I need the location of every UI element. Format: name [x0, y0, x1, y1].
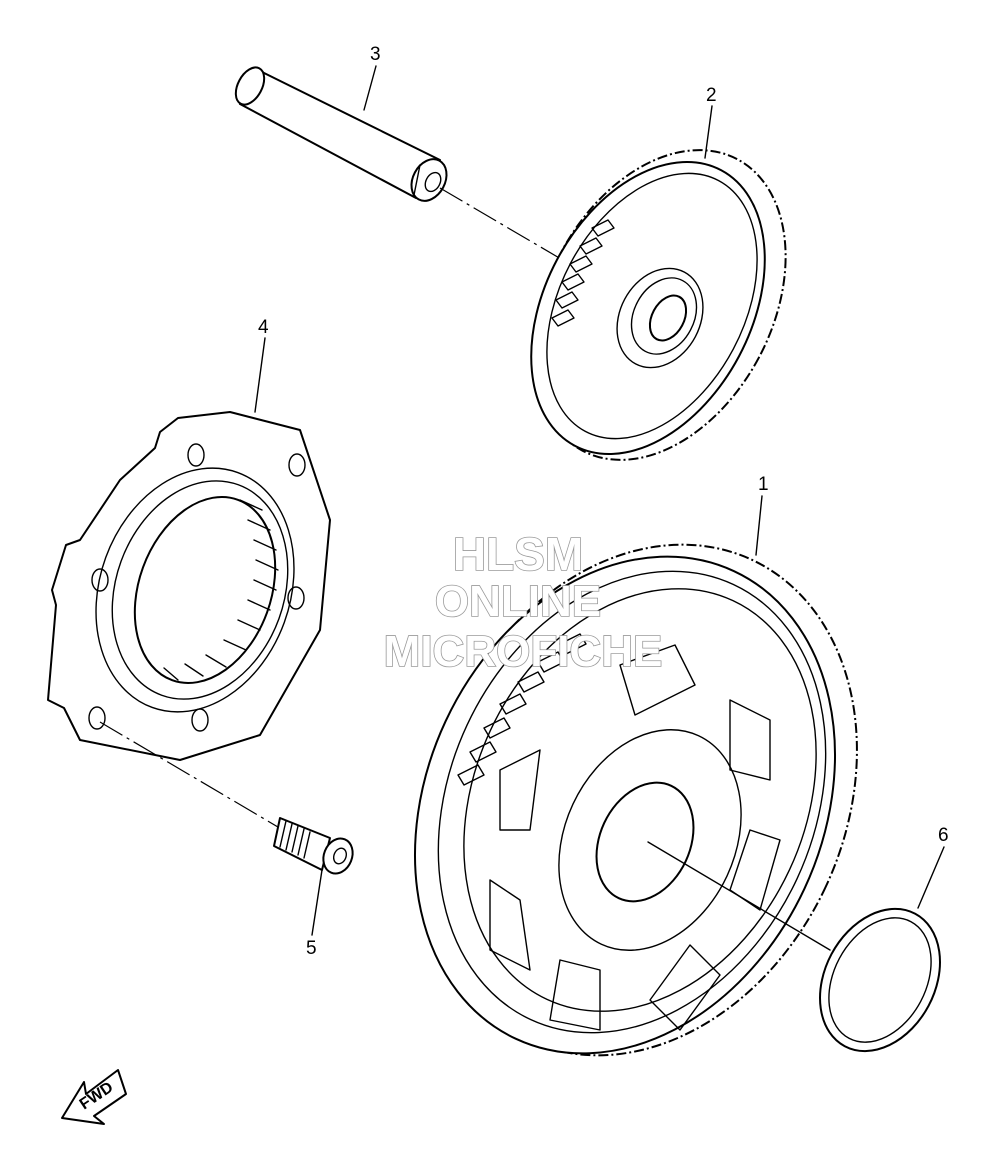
centerline-gear-washer [647, 841, 831, 951]
part-5-bolt[interactable] [273, 817, 358, 878]
callout-6: 6 [938, 825, 949, 846]
callout-3: 3 [370, 44, 381, 65]
part-2-idler-gear[interactable] [484, 107, 837, 504]
part-6-washer[interactable] [796, 888, 964, 1072]
part-4-starter-clutch[interactable] [47, 411, 331, 761]
watermark-line-3: MICROFICHE [384, 627, 663, 676]
watermark: HLSM ONLINE MICROFICHE [383, 527, 663, 677]
watermark-line-2: ONLINE [435, 577, 601, 626]
part-3-shaft[interactable] [230, 63, 453, 207]
fwd-arrow-icon: FWD [61, 1069, 127, 1125]
callout-1: 1 [758, 474, 769, 495]
part-1-starter-wheel-gear[interactable] [337, 473, 938, 1127]
watermark-line-1: HLSM [453, 528, 583, 580]
callout-2: 2 [706, 85, 717, 106]
callout-5: 5 [306, 938, 317, 959]
leader-lines [254, 65, 945, 936]
callout-4: 4 [258, 317, 269, 338]
